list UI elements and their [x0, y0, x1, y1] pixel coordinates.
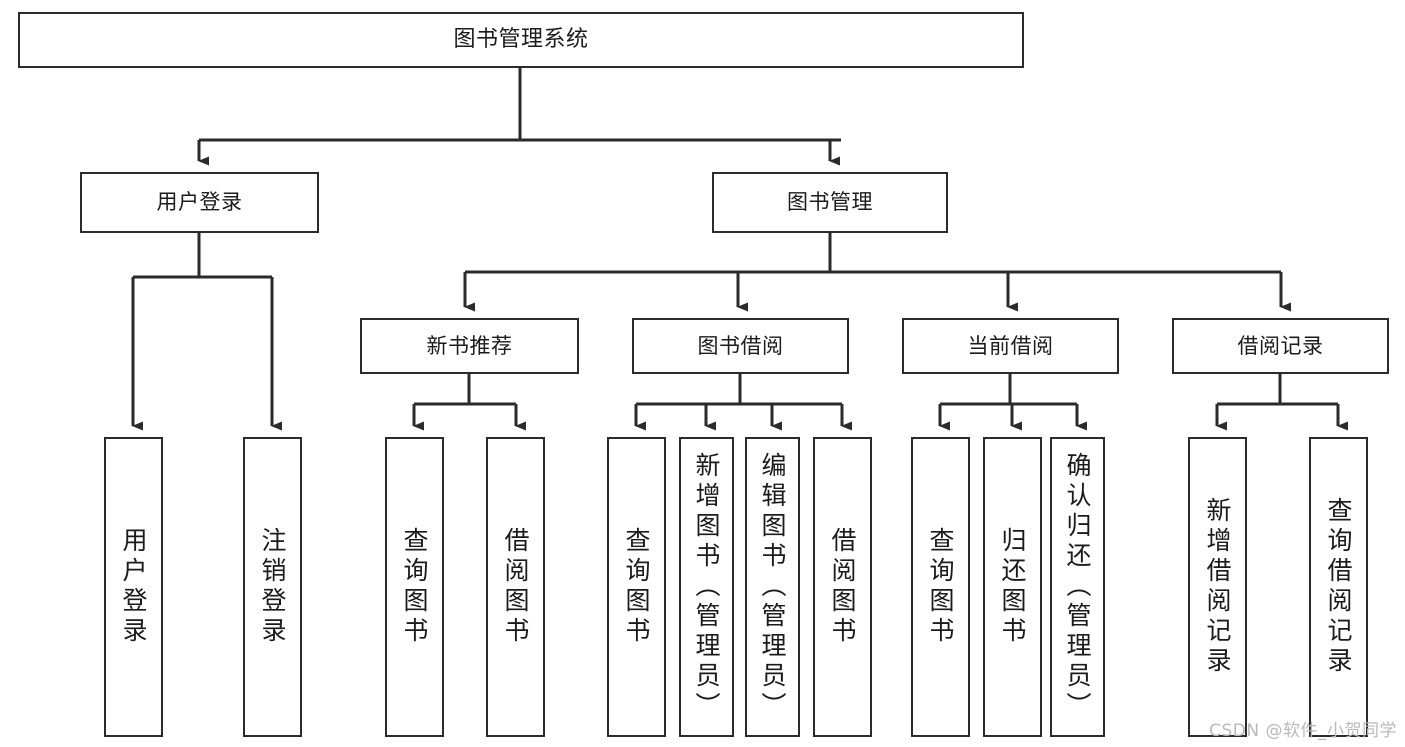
leaf-return-book-label: 归还图书 [998, 527, 1027, 647]
node-book-management-label: 图书管理 [787, 190, 873, 215]
node-borrow-record-label: 借阅记录 [1237, 333, 1324, 358]
leaf-query-borrow-record[interactable]: 查询借阅记录 [1309, 437, 1368, 737]
leaf-add-borrow-record[interactable]: 新增借阅记录 [1188, 437, 1247, 737]
leaf-user-login-label: 用户登录 [119, 527, 148, 647]
node-root-book-management-system[interactable]: 图书管理系统 [18, 12, 1024, 68]
leaf-query-book-recommendation-label: 查询图书 [400, 527, 429, 647]
leaf-confirm-return-admin-label: 确认归还（管理员） [1063, 452, 1092, 722]
leaf-user-login[interactable]: 用户登录 [104, 437, 163, 737]
node-borrow-record[interactable]: 借阅记录 [1172, 318, 1389, 374]
node-current-borrowing-label: 当前借阅 [967, 333, 1054, 358]
leaf-query-borrow-record-label: 查询借阅记录 [1324, 497, 1353, 677]
leaf-edit-book-admin[interactable]: 编辑图书（管理员） [745, 437, 800, 737]
leaf-query-book-borrowing[interactable]: 查询图书 [607, 437, 666, 737]
leaf-add-book-admin-label: 新增图书（管理员） [692, 452, 721, 722]
node-book-borrowing-label: 图书借阅 [697, 333, 784, 358]
leaf-borrow-book-borrowing[interactable]: 借阅图书 [813, 437, 872, 737]
node-book-borrowing[interactable]: 图书借阅 [632, 318, 849, 374]
leaf-borrow-book-borrowing-label: 借阅图书 [828, 527, 857, 647]
leaf-query-book-current[interactable]: 查询图书 [911, 437, 970, 737]
leaf-add-borrow-record-label: 新增借阅记录 [1203, 497, 1232, 677]
leaf-borrow-book-recommendation-label: 借阅图书 [501, 527, 530, 647]
leaf-query-book-recommendation[interactable]: 查询图书 [385, 437, 444, 737]
node-new-book-recommendation[interactable]: 新书推荐 [360, 318, 579, 374]
leaf-query-book-borrowing-label: 查询图书 [622, 527, 651, 647]
node-new-book-recommendation-label: 新书推荐 [426, 333, 513, 358]
leaf-query-book-current-label: 查询图书 [926, 527, 955, 647]
node-root-label: 图书管理系统 [453, 27, 589, 53]
watermark-text: CSDN @软件_小贺同学 [1209, 721, 1397, 741]
leaf-logout-label: 注销登录 [258, 527, 287, 647]
node-current-borrowing[interactable]: 当前借阅 [902, 318, 1119, 374]
node-user-login[interactable]: 用户登录 [80, 172, 319, 233]
node-book-management[interactable]: 图书管理 [712, 172, 948, 233]
leaf-logout[interactable]: 注销登录 [243, 437, 302, 737]
leaf-edit-book-admin-label: 编辑图书（管理员） [758, 452, 787, 722]
leaf-confirm-return-admin[interactable]: 确认归还（管理员） [1050, 437, 1105, 737]
node-user-login-label: 用户登录 [156, 190, 243, 215]
leaf-add-book-admin[interactable]: 新增图书（管理员） [679, 437, 734, 737]
leaf-borrow-book-recommendation[interactable]: 借阅图书 [486, 437, 545, 737]
leaf-return-book[interactable]: 归还图书 [983, 437, 1042, 737]
